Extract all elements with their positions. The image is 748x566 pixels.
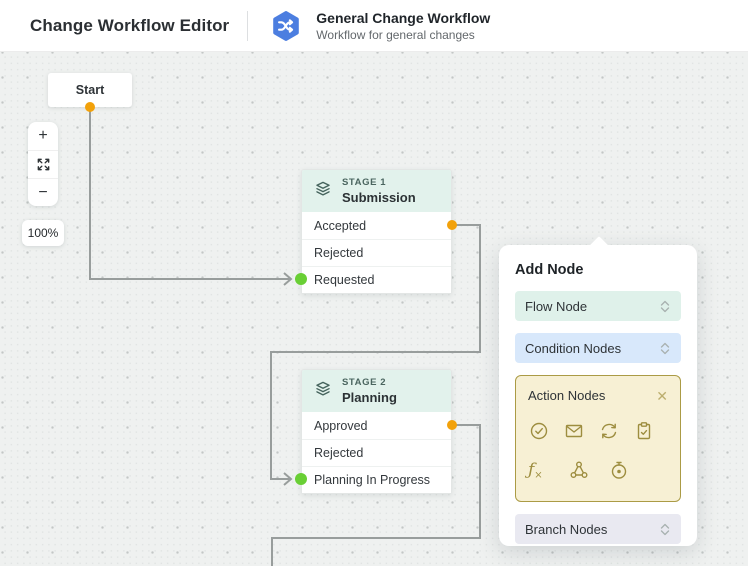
- zoom-out-button[interactable]: −: [28, 178, 58, 206]
- timer-icon[interactable]: [608, 459, 648, 487]
- workflow-badge: General Change Workflow Workflow for gen…: [270, 10, 490, 42]
- group-condition-nodes[interactable]: Condition Nodes: [515, 333, 681, 363]
- stage-header: STAGE 2 Planning: [302, 370, 451, 412]
- sync-icon[interactable]: [598, 420, 633, 442]
- group-flow-node[interactable]: Flow Node: [515, 291, 681, 321]
- stage-row-accepted[interactable]: Accepted: [302, 212, 451, 239]
- layers-icon: [314, 180, 332, 203]
- group-label: Action Nodes: [528, 388, 606, 403]
- network-icon[interactable]: [568, 459, 608, 487]
- mail-icon[interactable]: [563, 420, 598, 442]
- stage-badge: STAGE 1: [342, 177, 387, 188]
- stage-node-submission[interactable]: STAGE 1 Submission Accepted Rejected Req…: [301, 169, 452, 294]
- function-icon[interactable]: ƒ×: [528, 460, 543, 481]
- chevron-updown-icon: [659, 341, 671, 356]
- fit-screen-button[interactable]: [28, 150, 58, 178]
- shuffle-hexagon-icon: [270, 10, 302, 42]
- app-header: Change Workflow Editor General Change Wo…: [0, 0, 748, 52]
- stage-row-rejected[interactable]: Rejected: [302, 439, 451, 466]
- fit-screen-icon: [36, 157, 51, 172]
- group-label: Flow Node: [525, 298, 588, 314]
- workflow-subtitle: Workflow for general changes: [316, 27, 475, 42]
- stage-header: STAGE 1 Submission: [302, 170, 451, 212]
- panel-title: Add Node: [515, 262, 584, 278]
- workflow-name: General Change Workflow: [316, 9, 491, 26]
- stage-row-planning-in-progress[interactable]: Planning In Progress: [302, 466, 451, 493]
- zoom-toolbar: + −: [28, 122, 58, 206]
- stage-name: Submission: [342, 190, 416, 205]
- workflow-canvas[interactable]: Start + − 100%: [0, 52, 748, 566]
- panel-pointer-notch: [589, 236, 609, 256]
- start-node[interactable]: Start: [48, 73, 132, 107]
- layers-icon: [314, 380, 332, 403]
- zoom-level-badge[interactable]: 100%: [22, 220, 64, 246]
- arrowhead-icon: [283, 272, 293, 286]
- stage-row-approved[interactable]: Approved: [302, 412, 451, 439]
- page-title: Change Workflow Editor: [30, 15, 230, 35]
- add-node-panel: Add Node Flow Node Condition Nodes Actio…: [499, 236, 697, 546]
- chevron-updown-icon: [659, 299, 671, 314]
- connector-start-to-requested: [89, 107, 291, 280]
- stage-badge: STAGE 2: [342, 377, 387, 388]
- group-action-nodes: Action Nodes ✕: [515, 375, 681, 502]
- collapse-x-icon[interactable]: ✕: [656, 387, 668, 404]
- stage-row-rejected[interactable]: Rejected: [302, 239, 451, 266]
- start-node-label: Start: [75, 83, 105, 97]
- stage-node-planning[interactable]: STAGE 2 Planning Approved Rejected Plann…: [301, 369, 452, 494]
- group-branch-nodes[interactable]: Branch Nodes: [515, 514, 681, 544]
- header-divider: [247, 10, 249, 41]
- stage-row-requested[interactable]: Requested: [302, 266, 451, 293]
- stage-name: Planning: [342, 390, 397, 405]
- chevron-updown-icon: [659, 522, 671, 537]
- check-circle-icon[interactable]: [528, 420, 563, 442]
- group-label: Branch Nodes: [525, 521, 608, 537]
- clipboard-check-icon[interactable]: [633, 420, 668, 442]
- group-label: Condition Nodes: [525, 340, 622, 356]
- zoom-in-button[interactable]: +: [28, 122, 58, 150]
- arrowhead-icon: [283, 472, 293, 486]
